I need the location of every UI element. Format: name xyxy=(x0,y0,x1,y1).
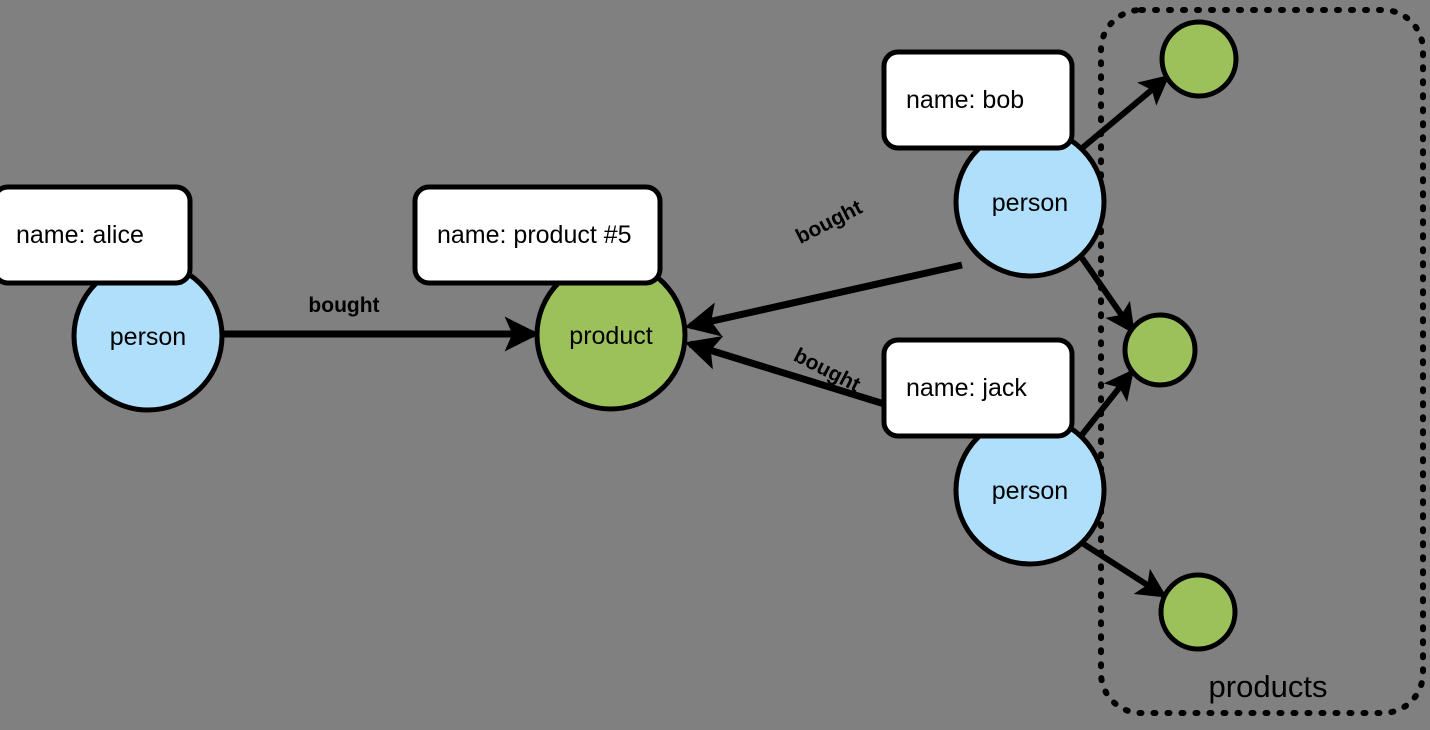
property-text-alice: name: alice xyxy=(16,221,144,249)
edge-bob-to-pmid[interactable] xyxy=(1079,256,1135,334)
node-type-label-jack: person xyxy=(992,477,1068,505)
node-p-top[interactable] xyxy=(1159,19,1239,99)
products-group-border xyxy=(1098,7,1426,716)
node-type-label-product5: product xyxy=(569,322,652,350)
property-box-jack[interactable]: name: jack xyxy=(881,337,1075,439)
node-p-middle[interactable] xyxy=(1122,312,1198,388)
property-box-product5[interactable]: name: product #5 xyxy=(412,184,663,286)
edge-label-alice-bought-product: bought xyxy=(308,294,379,317)
property-box-rect-jack xyxy=(881,337,1075,439)
edge-label-bob-bought-product: bought xyxy=(792,196,866,249)
products-group-label: products xyxy=(1209,669,1328,704)
property-box-rect-bob xyxy=(881,49,1075,151)
node-jack[interactable]: person xyxy=(953,413,1107,567)
node-type-label-alice: person xyxy=(110,323,186,351)
property-box-alice[interactable]: name: alice xyxy=(0,184,193,286)
edge-jack-to-pbottom[interactable] xyxy=(1077,538,1168,598)
edge-bob-bought-product[interactable] xyxy=(684,261,963,337)
node-circle-p-middle[interactable] xyxy=(1122,312,1198,388)
node-type-label-bob: person xyxy=(992,189,1068,217)
node-circle-p-bottom[interactable] xyxy=(1158,572,1238,652)
property-boxes-layer: name: alice name: product #5 name: bob name… xyxy=(0,49,1075,439)
node-p-bottom[interactable] xyxy=(1158,572,1238,652)
group-products[interactable]: products xyxy=(1098,7,1426,716)
property-text-bob: name: bob xyxy=(906,86,1024,114)
edge-bob-to-ptop[interactable] xyxy=(1079,74,1170,152)
property-box-bob[interactable]: name: bob xyxy=(881,49,1075,151)
property-box-rect-alice xyxy=(0,184,193,286)
edge-jack-to-pmid[interactable] xyxy=(1078,369,1134,438)
property-text-product5: name: product #5 xyxy=(437,221,632,249)
node-circle-p-top[interactable] xyxy=(1159,19,1239,99)
property-box-rect-product5 xyxy=(412,184,663,286)
property-text-jack: name: jack xyxy=(906,374,1027,402)
node-product5[interactable]: product xyxy=(534,258,688,412)
nodes-layer: person product person person xyxy=(71,19,1239,652)
